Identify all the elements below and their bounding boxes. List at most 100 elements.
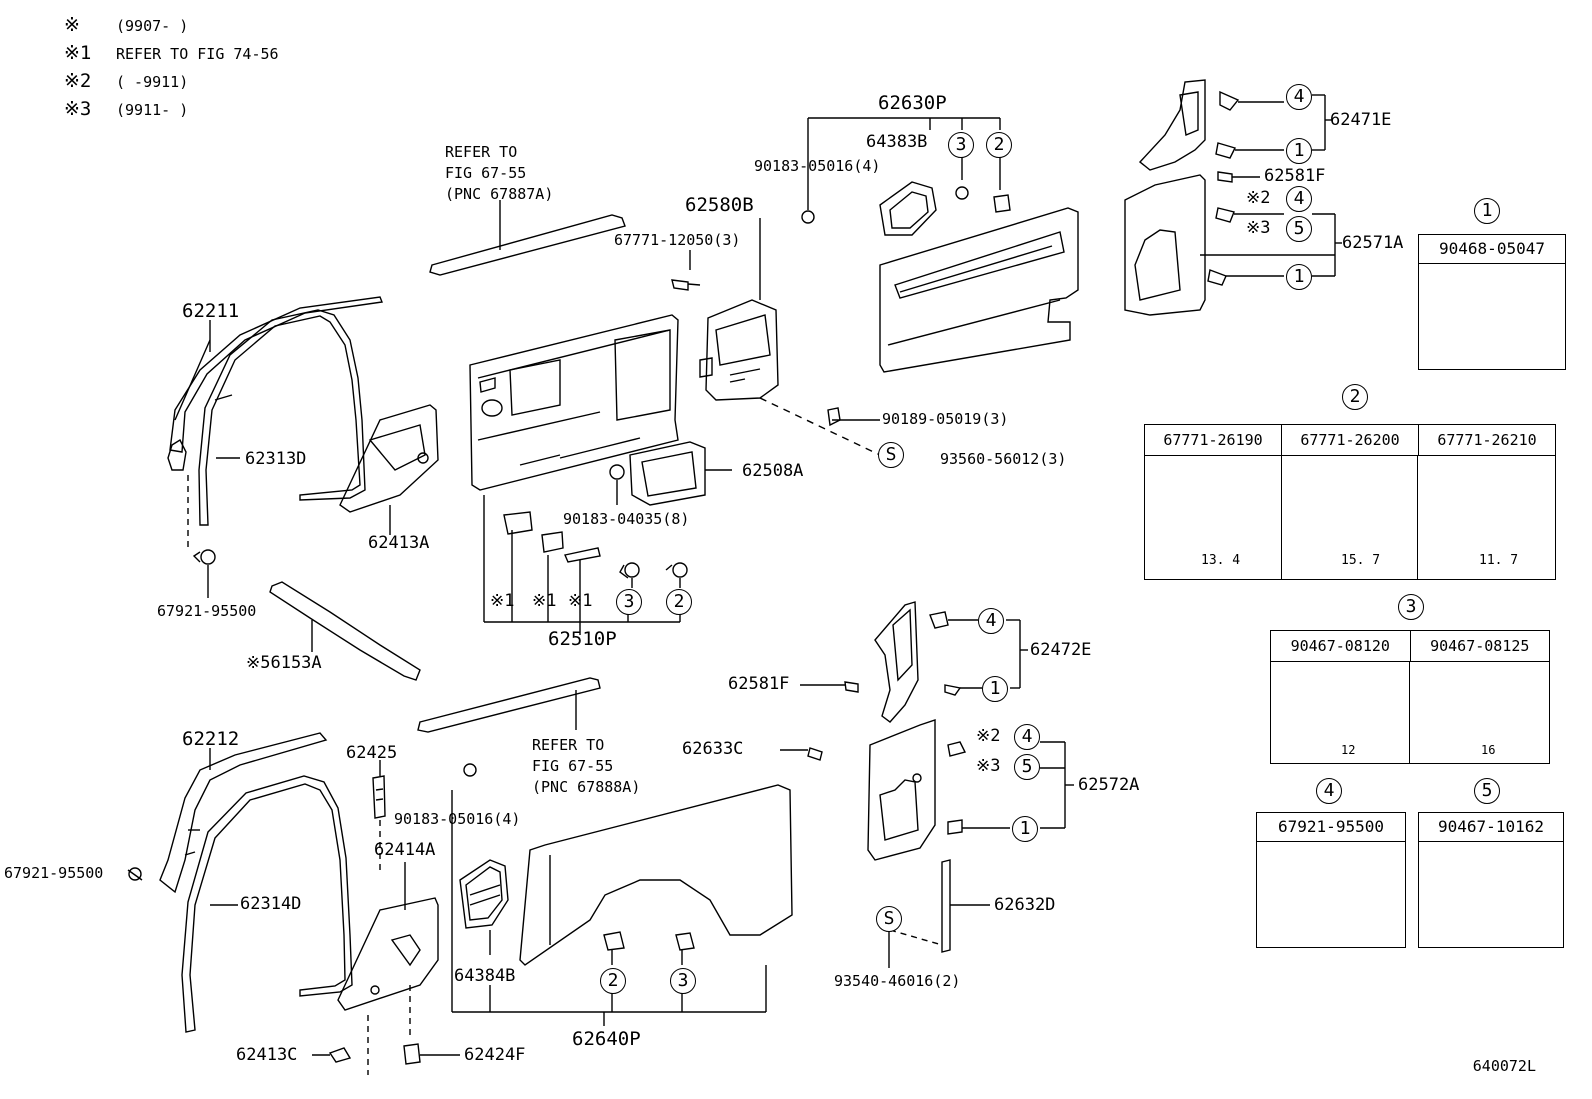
label-67771-12050[interactable]: 67771-12050(3) — [614, 231, 741, 249]
clip-box-1: 90468-05047 — [1418, 234, 1566, 370]
label-62212[interactable]: 62212 — [182, 728, 240, 750]
label-62510P[interactable]: 62510P — [548, 628, 617, 650]
trim-62472E-drawing — [874, 601, 919, 723]
callout-1: 1 — [1286, 138, 1312, 164]
marker-s1-b: ※1 — [532, 591, 557, 611]
label-62424F[interactable]: 62424F — [464, 1045, 526, 1065]
trim-62571A-drawing — [1124, 174, 1206, 316]
grille-64384B-drawing — [459, 859, 509, 929]
label-62632D[interactable]: 62632D — [994, 895, 1056, 915]
trim-62572A-drawing — [867, 719, 936, 861]
clip-67921-95500-drawing — [192, 549, 216, 598]
trim-62413A-drawing — [339, 404, 439, 535]
label-56153A[interactable]: ※56153A — [246, 653, 322, 673]
clip-box-3-col-0: 90467-08120 — [1271, 631, 1411, 661]
callout-2: 2 — [666, 589, 692, 615]
weatherstrip-62313D-drawing — [198, 309, 366, 526]
callout-4: 4 — [1014, 724, 1040, 750]
label-62633C[interactable]: 62633C — [682, 739, 744, 759]
clip-box-2: 67771-26190 67771-26200 67771-26210 13. … — [1144, 424, 1556, 580]
callout-5: 5 — [1286, 216, 1312, 242]
clip-box-5-header: 90467-10162 — [1419, 813, 1563, 842]
label-62414A[interactable]: 62414A — [374, 840, 436, 860]
label-62313D[interactable]: 62313D — [245, 449, 307, 469]
pillar-62211-drawing — [167, 296, 383, 471]
clip-box-3-col-1: 90467-08125 — [1430, 637, 1530, 655]
callout-2: 2 — [986, 132, 1012, 158]
panel-62510P-drawing — [469, 314, 679, 491]
legend-row-3: ※3(9911- ) — [64, 98, 189, 120]
label-62508A[interactable]: 62508A — [742, 461, 804, 481]
marker-s3: ※3 — [1246, 218, 1271, 238]
marker-s1-c: ※1 — [568, 591, 593, 611]
pillar-62212-drawing — [159, 732, 328, 894]
panel-62640P-drawing — [519, 784, 793, 966]
label-90183-04035[interactable]: 90183-04035(8) — [563, 510, 690, 528]
clip-box-2-col-2: 67771-26210 — [1437, 431, 1537, 449]
label-62581F-upper[interactable]: 62581F — [1264, 166, 1326, 186]
clip-box-3: 90467-08120 90467-08125 12 16 — [1270, 630, 1550, 764]
marker-s2: ※2 — [976, 726, 1001, 746]
clip-box-2-dim-2: 11. 7 — [1479, 553, 1519, 568]
label-62471E[interactable]: 62471E — [1330, 110, 1392, 130]
rail-lower-drawing — [417, 677, 601, 733]
label-64384B[interactable]: 64384B — [454, 966, 516, 986]
label-62630P[interactable]: 62630P — [878, 92, 947, 114]
label-62580B[interactable]: 62580B — [685, 194, 754, 216]
marker-s3: ※3 — [976, 756, 1001, 776]
label-90183-05016-upper[interactable]: 90183-05016(4) — [754, 157, 881, 175]
trim-62414A-drawing — [337, 897, 439, 1011]
label-62413A[interactable]: 62413A — [368, 533, 430, 553]
figure-code: 640072L — [1472, 1057, 1536, 1075]
callout-4: 4 — [1286, 84, 1312, 110]
handle-62508A-drawing — [629, 441, 732, 506]
clip-box-1-header: 90468-05047 — [1419, 235, 1565, 264]
callout-1: 1 — [1286, 264, 1312, 290]
label-62425[interactable]: 62425 — [346, 743, 398, 763]
module-62580B-drawing — [699, 299, 779, 401]
box-number-1: 1 — [1474, 198, 1500, 224]
label-67921-95500-lower[interactable]: 67921-95500 — [4, 864, 104, 882]
clip-box-3-dim-1: 16 — [1481, 743, 1496, 757]
label-93560-56012[interactable]: 93560-56012(3) — [940, 450, 1067, 468]
label-62572A[interactable]: 62572A — [1078, 775, 1140, 795]
label-62211[interactable]: 62211 — [182, 300, 240, 322]
legend-row-0: ※(9907- ) — [64, 14, 189, 36]
callout-s: S — [876, 906, 902, 932]
trim-62471E-drawing — [1138, 79, 1206, 171]
label-67921-95500-upper[interactable]: 67921-95500 — [157, 602, 257, 620]
label-62413C[interactable]: 62413C — [236, 1045, 298, 1065]
callout-4: 4 — [1286, 186, 1312, 212]
label-64383B[interactable]: 64383B — [866, 132, 928, 152]
refer-note-lower: REFER TO FIG 67-55 (PNC 67888A) — [532, 736, 641, 796]
label-90183-05016-lower[interactable]: 90183-05016(4) — [394, 810, 521, 828]
callout-5: 5 — [1014, 754, 1040, 780]
bracket-62510P — [483, 495, 681, 635]
label-62571A[interactable]: 62571A — [1342, 233, 1404, 253]
weatherstrip-62314D-drawing — [181, 775, 353, 1033]
callout-1: 1 — [982, 676, 1008, 702]
callout-3: 3 — [670, 968, 696, 994]
label-62314D[interactable]: 62314D — [240, 894, 302, 914]
part-62425-drawing — [372, 760, 386, 819]
label-62640P[interactable]: 62640P — [572, 1028, 641, 1050]
clip-box-5: 90467-10162 — [1418, 812, 1564, 948]
label-62472E[interactable]: 62472E — [1030, 640, 1092, 660]
clip-box-4-header: 67921-95500 — [1257, 813, 1405, 842]
label-62581F-lower[interactable]: 62581F — [728, 674, 790, 694]
box-number-2: 2 — [1342, 384, 1368, 410]
callout-3: 3 — [948, 132, 974, 158]
label-93540-46016[interactable]: 93540-46016(2) — [834, 972, 961, 990]
callout-s: S — [878, 442, 904, 468]
grille-64383B-drawing — [879, 181, 937, 236]
rail-upper-drawing — [429, 214, 626, 276]
box-number-3: 3 — [1398, 594, 1424, 620]
clip-box-2-col-1: 67771-26200 — [1282, 425, 1419, 455]
clip-box-4: 67921-95500 — [1256, 812, 1406, 948]
clip-box-2-col-0: 67771-26190 — [1145, 425, 1282, 455]
label-90189-05019[interactable]: 90189-05019(3) — [882, 410, 1009, 428]
box-number-4: 4 — [1316, 778, 1342, 804]
box-number-5: 5 — [1474, 778, 1500, 804]
